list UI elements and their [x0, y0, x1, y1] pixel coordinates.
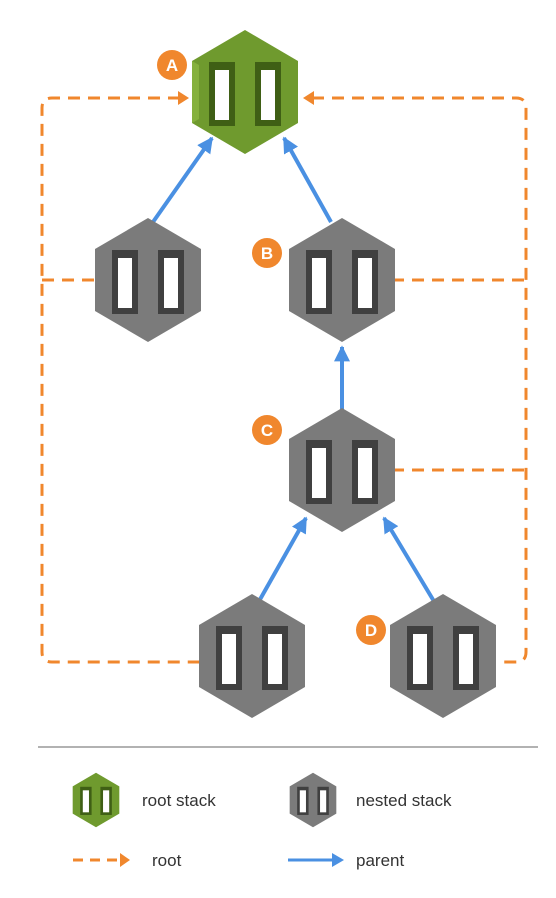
- parent-edge-b-root: [282, 136, 333, 223]
- root-edges: [40, 96, 528, 664]
- parent-edge-left-root: [151, 136, 214, 224]
- root-arrowhead-left: [178, 91, 189, 105]
- nested-stack-icon: [390, 594, 496, 718]
- legend-nested-stack-icon: [289, 772, 337, 828]
- legend-root-label: root: [152, 851, 182, 870]
- parent-edge-bottomleft-c: [256, 516, 308, 604]
- node-bottom-left: [199, 594, 305, 718]
- node-c: [289, 408, 395, 532]
- root-arrowhead-right: [303, 91, 314, 105]
- parent-edge-d-c: [382, 516, 437, 605]
- node-root: [192, 30, 298, 154]
- nested-stack-icon: [95, 218, 201, 342]
- badge-b-label: B: [261, 244, 273, 263]
- badge-c: C: [252, 415, 282, 445]
- parent-edges: [151, 136, 437, 605]
- legend-root-stack-label: root stack: [142, 791, 216, 810]
- legend-root-stack-icon: [72, 772, 120, 828]
- root-edge-right-loop: [312, 96, 528, 664]
- badge-d: D: [356, 615, 386, 645]
- legend-parent-label: parent: [356, 851, 404, 870]
- nested-stack-icon: [289, 408, 395, 532]
- root-edge-left-loop: [40, 96, 205, 664]
- badge-a-label: A: [166, 56, 178, 75]
- legend-root-line: [73, 853, 130, 867]
- legend: root stack nested stack root parent: [72, 772, 452, 870]
- node-left: [95, 218, 201, 342]
- badge-a: A: [157, 50, 187, 80]
- badge-c-label: C: [261, 421, 273, 440]
- root-stack-icon: [192, 30, 298, 154]
- legend-nested-stack-label: nested stack: [356, 791, 452, 810]
- badge-b: B: [252, 238, 282, 268]
- badge-d-label: D: [365, 621, 377, 640]
- node-b: [289, 218, 395, 342]
- nested-stack-icon: [199, 594, 305, 718]
- legend-parent-line: [288, 853, 344, 867]
- nested-stack-icon: [289, 218, 395, 342]
- node-d: [390, 594, 496, 718]
